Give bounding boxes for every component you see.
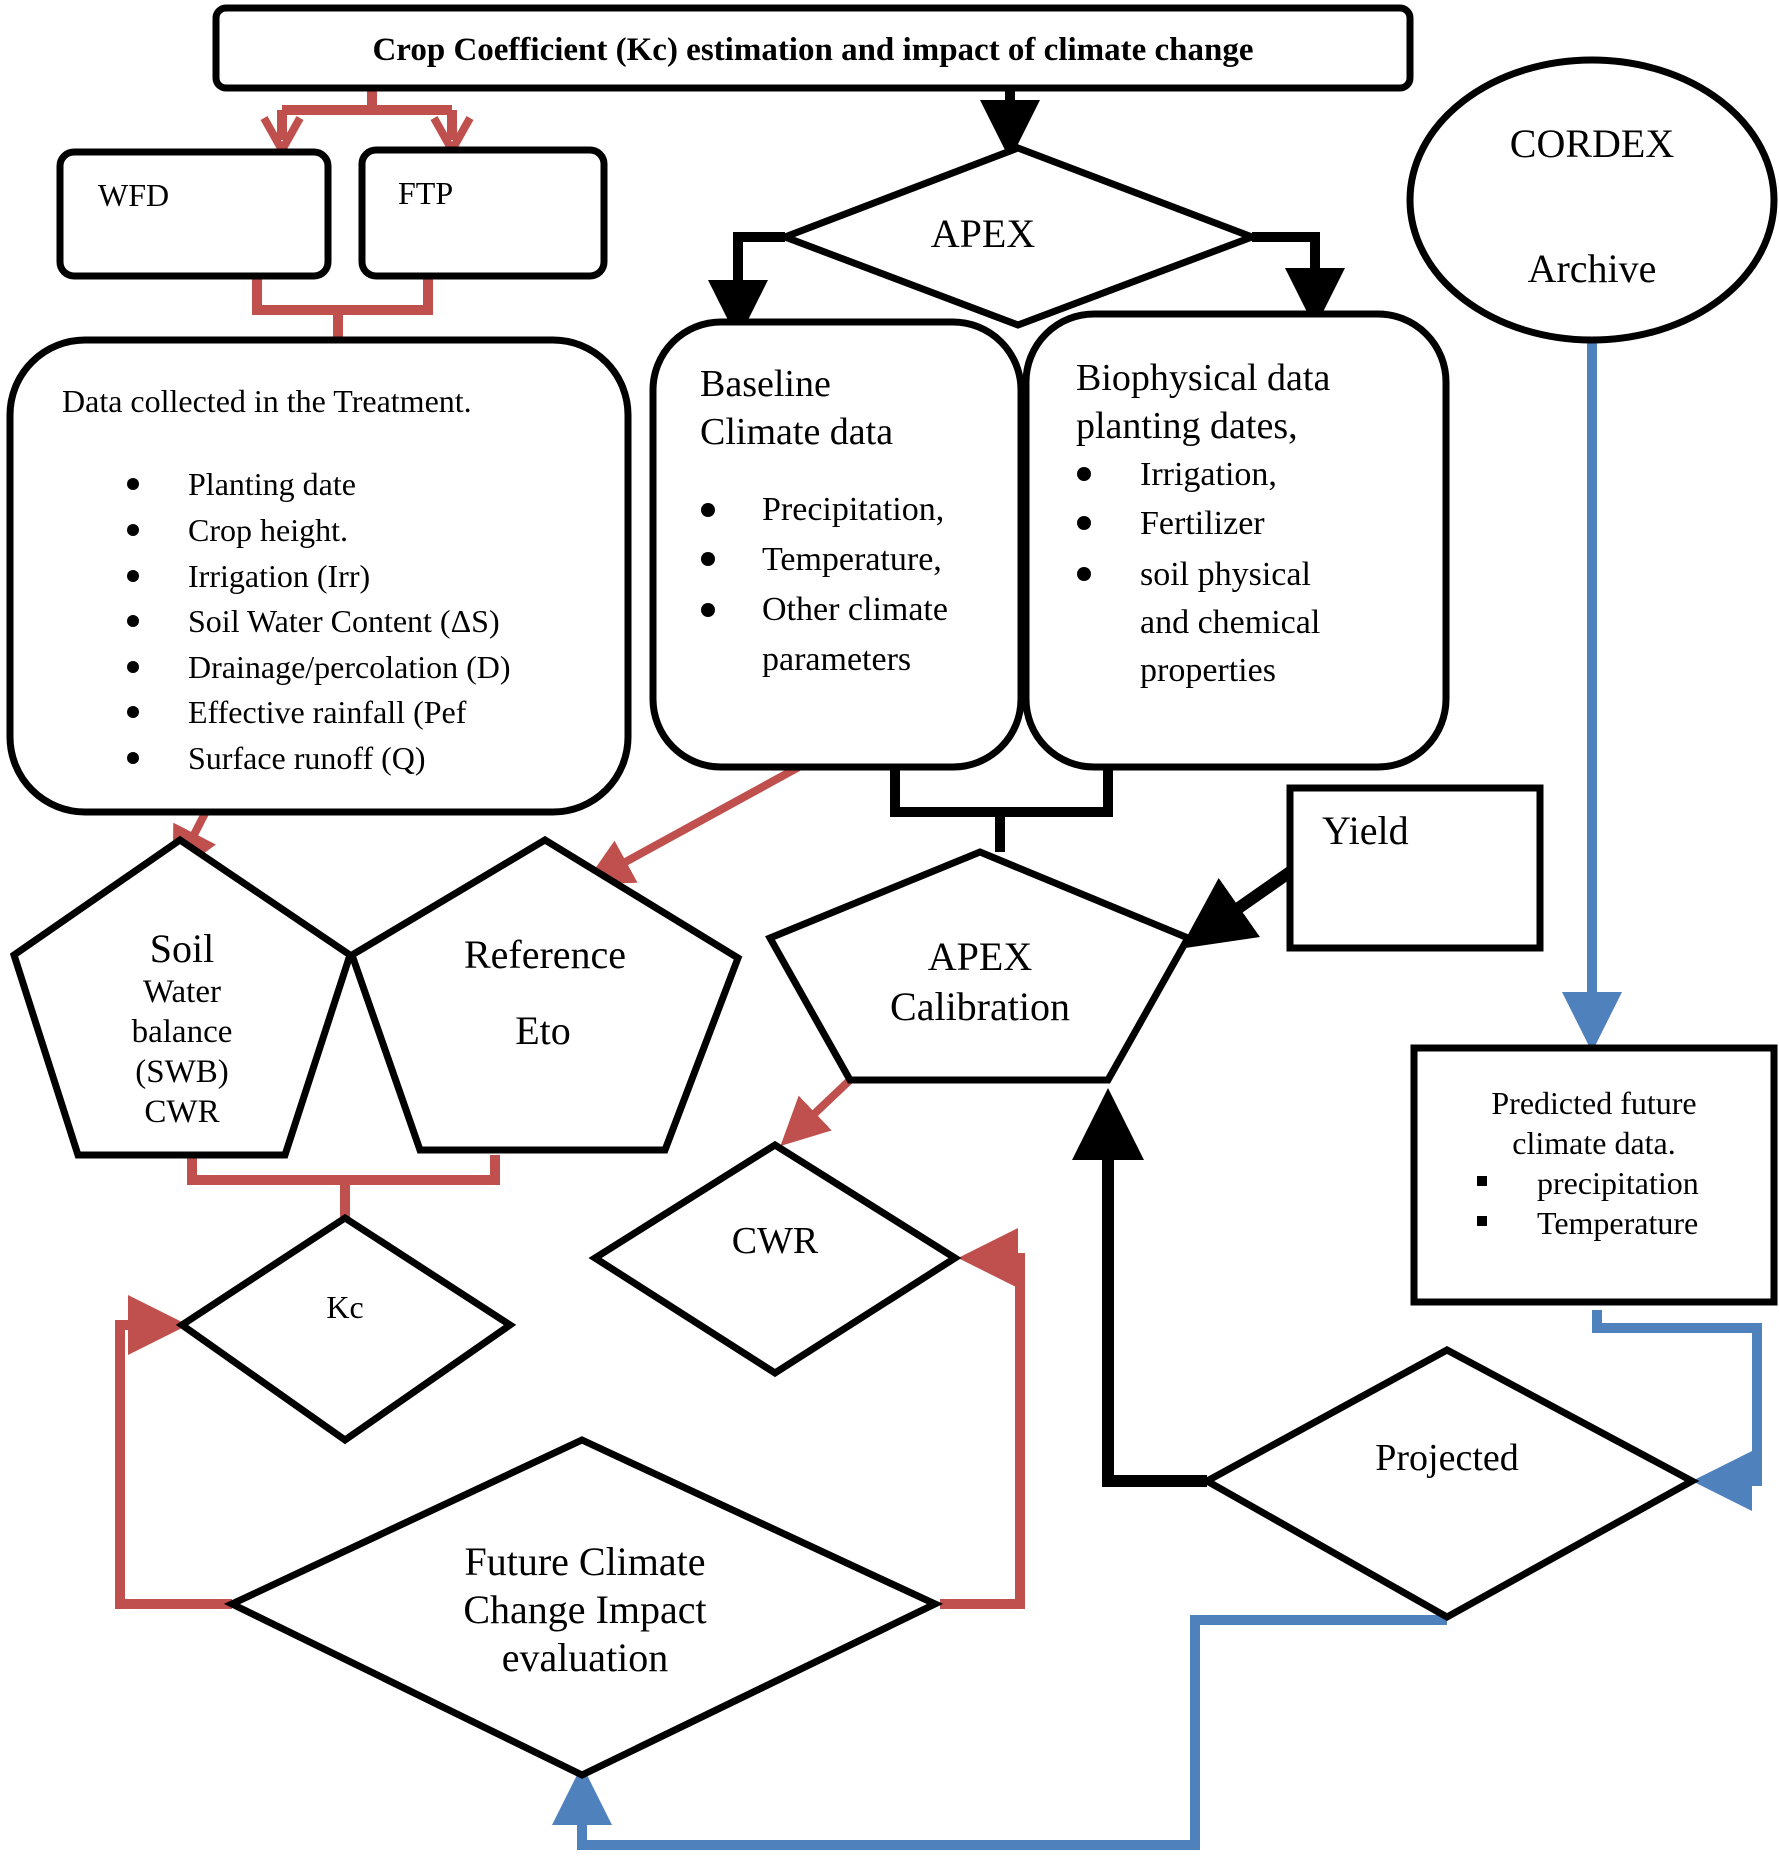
kc-label: Kc xyxy=(326,1289,363,1325)
cordex-ellipse xyxy=(1406,56,1778,344)
bullet xyxy=(127,752,139,764)
apex-calibration-pentagon xyxy=(765,848,1193,1084)
apex-label: APEX xyxy=(931,211,1036,256)
biophysical-box xyxy=(1022,310,1450,771)
projected-label: Projected xyxy=(1375,1437,1519,1479)
soil-water-balance-text: Soil Water balance (SWB) CWR xyxy=(132,926,233,1130)
connector-to-apex-calibration xyxy=(890,770,1113,852)
bullet xyxy=(127,661,139,673)
connectors xyxy=(115,70,1762,1850)
yield-box xyxy=(1286,784,1544,952)
list-item-continuation: parameters xyxy=(762,641,911,678)
swb-line: (SWB) xyxy=(135,1054,229,1090)
future-impact-diamond xyxy=(223,1436,944,1779)
bullet xyxy=(127,570,139,582)
connector-swb-eto-to-kc xyxy=(187,1155,500,1218)
title-box xyxy=(212,4,1414,92)
data-collected-heading: Data collected in the Treatment. xyxy=(62,383,472,419)
list-item: Temperature xyxy=(1537,1205,1698,1241)
list-item: Effective rainfall (Pef xyxy=(188,694,467,730)
yield-label: Yield xyxy=(1322,808,1409,853)
bullet xyxy=(1077,467,1091,481)
baseline-box xyxy=(649,318,1025,771)
swb-line: Water xyxy=(143,974,221,1010)
ftp-label: FTP xyxy=(398,175,453,211)
future-line3: evaluation xyxy=(502,1635,669,1680)
bullet xyxy=(1077,516,1091,530)
list-item: Irrigation (Irr) xyxy=(188,558,370,594)
projected-diamond xyxy=(1199,1346,1700,1622)
bullet xyxy=(127,706,139,718)
cwr-diamond xyxy=(588,1140,962,1378)
bullet xyxy=(701,603,715,617)
list-item: Fertilizer xyxy=(1140,505,1265,542)
list-item: precipitation xyxy=(1537,1165,1699,1201)
swb-line: balance xyxy=(132,1014,233,1050)
data-collected-list: Planting date Crop height. Irrigation (I… xyxy=(127,466,511,776)
connector-baseline-to-eto xyxy=(583,758,810,885)
bullet xyxy=(701,552,715,566)
reference-label: Reference xyxy=(464,932,626,977)
cwr-label: CWR xyxy=(732,1220,819,1262)
bullet xyxy=(1077,567,1091,581)
connector-predicted-to-projected xyxy=(1592,1310,1762,1511)
eto-label: Eto xyxy=(515,1008,571,1053)
list-item-continuation: and chemical xyxy=(1140,604,1320,641)
list-item: Temperature, xyxy=(762,541,942,578)
predicted-heading-line1: Predicted future xyxy=(1491,1085,1696,1121)
list-item: soil physical xyxy=(1140,556,1311,593)
apex-calibration-line2: Calibration xyxy=(890,984,1070,1029)
wfd-box xyxy=(56,148,332,280)
bullet xyxy=(701,503,715,517)
baseline-heading-line1: Baseline xyxy=(700,363,831,405)
biophysical-list: Irrigation, Fertilizer soil physical and… xyxy=(1077,456,1320,689)
wfd-label: WFD xyxy=(98,177,169,213)
bullet xyxy=(127,615,139,627)
connector-calibration-to-cwr xyxy=(780,1077,853,1147)
soil-water-balance-pentagon xyxy=(9,835,355,1159)
predicted-box xyxy=(1410,1044,1778,1306)
bullet xyxy=(127,524,139,536)
list-item: Soil Water Content (ΔS) xyxy=(188,603,500,639)
apex-diamond xyxy=(775,144,1262,329)
swb-line: CWR xyxy=(144,1094,219,1130)
list-item: Irrigation, xyxy=(1140,456,1277,493)
connector-wfd-ftp-to-data xyxy=(252,278,433,340)
connector-yield-to-calibration xyxy=(1180,867,1294,949)
cordex-label-line2: Archive xyxy=(1528,246,1657,291)
list-item: Crop height. xyxy=(188,512,348,548)
future-line2: Change Impact xyxy=(463,1587,706,1632)
ftp-box xyxy=(358,146,608,280)
kc-diamond xyxy=(175,1213,517,1445)
cordex-label-line1: CORDEX xyxy=(1510,121,1675,166)
list-item: Planting date xyxy=(188,466,356,502)
connector-apex-to-biophysical xyxy=(1252,232,1345,328)
biophysical-heading-line2: planting dates, xyxy=(1076,405,1298,447)
apex-calibration-line1: APEX xyxy=(928,934,1033,979)
connector-future-to-kc xyxy=(115,1295,232,1609)
data-collected-box xyxy=(6,336,632,816)
page-title: Crop Coefficient (Kc) estimation and imp… xyxy=(372,32,1253,68)
connector-apex-to-baseline xyxy=(708,232,785,340)
bullet xyxy=(127,478,139,490)
swb-line: Soil xyxy=(150,926,214,971)
connector-future-to-cwr xyxy=(940,1228,1025,1609)
reference-eto-pentagon xyxy=(347,835,743,1154)
list-item: Drainage/percolation (D) xyxy=(188,649,511,685)
predicted-heading-line2: climate data. xyxy=(1512,1125,1675,1161)
list-item: Other climate xyxy=(762,591,948,628)
baseline-heading-line2: Climate data xyxy=(700,411,893,453)
list-item: Precipitation, xyxy=(762,491,944,528)
future-line1: Future Climate xyxy=(464,1539,705,1584)
connector-projected-to-future xyxy=(552,1615,1447,1850)
biophysical-heading-line1: Biophysical data xyxy=(1076,357,1330,399)
square-bullet xyxy=(1477,1176,1487,1186)
list-item: Surface runoff (Q) xyxy=(188,740,426,776)
list-item-continuation: properties xyxy=(1140,652,1276,689)
square-bullet xyxy=(1477,1216,1487,1226)
connector-projected-to-calibration xyxy=(1072,1088,1207,1487)
baseline-list: Precipitation, Temperature, Other climat… xyxy=(701,491,948,678)
